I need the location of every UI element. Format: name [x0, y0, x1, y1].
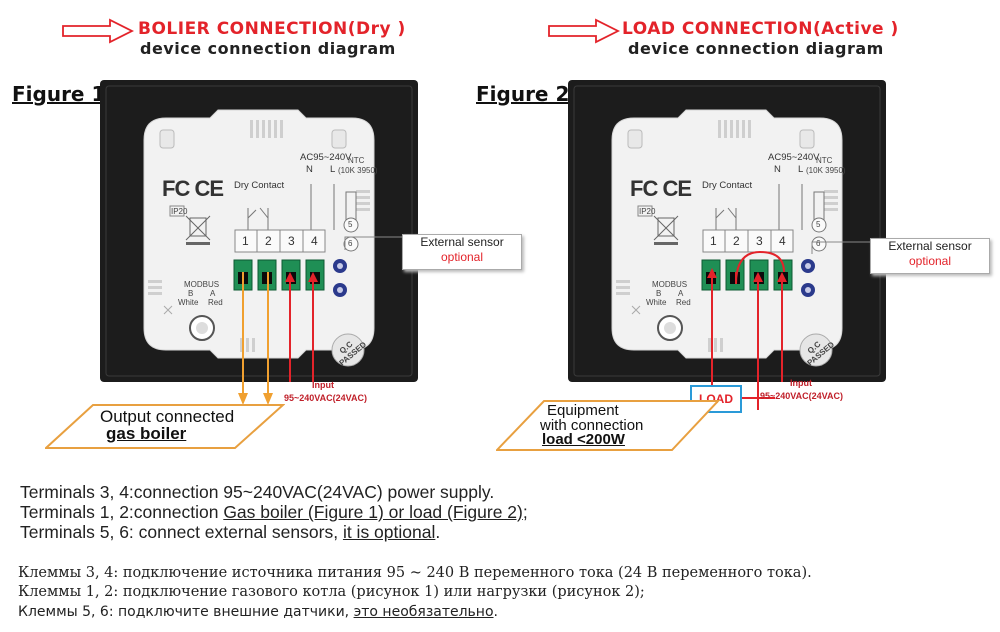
terminal-6: 6	[816, 239, 821, 248]
terminal-2: 2	[265, 234, 272, 248]
terminal-4: 4	[779, 234, 786, 248]
terminal-1: 1	[242, 234, 249, 248]
gas-boiler-text: gas boiler	[106, 424, 187, 443]
cert-marks: FC CE	[162, 176, 224, 201]
trash-bin-crossed-icon	[185, 215, 211, 245]
terminal-1: 1	[710, 234, 717, 248]
with-connection-text: with connection	[540, 417, 644, 434]
note-ru-line-3a: Клеммы 5, 6: подключите внешние датчики,	[18, 604, 354, 620]
equipment-text: Equipment	[547, 402, 619, 419]
modbus-a: A	[678, 289, 684, 298]
note-ru-line-2: Клеммы 1, 2: подключение газового котла …	[18, 584, 645, 600]
dry-contact-label: Dry Contact	[234, 180, 285, 191]
external-sensor-label: External sensor	[888, 239, 972, 253]
load-box: LOAD	[690, 385, 742, 413]
ntc-label: NTC	[348, 156, 365, 165]
ip-label: IP20	[171, 207, 188, 216]
output-connected-text: Output connected	[100, 407, 235, 426]
note-ru-line-3b: это необязательно	[353, 604, 494, 620]
dry-contact-label: Dry Contact	[702, 180, 753, 191]
note-en-line-3c: .	[435, 522, 441, 542]
modbus-red: Red	[208, 298, 223, 307]
cert-marks: FC CE	[630, 176, 692, 201]
external-sensor-optional: optional	[908, 254, 952, 268]
figure-2-title: Figure 2	[476, 82, 570, 106]
modbus-red: Red	[676, 298, 691, 307]
terminal-5: 5	[348, 220, 353, 229]
trash-bin-crossed-icon	[653, 215, 679, 245]
modbus-label: MODBUS	[652, 280, 688, 289]
left-header-subtitle: device connection diagram	[140, 39, 396, 58]
hollow-right-arrow-icon	[548, 18, 620, 44]
input-voltage-2: 95~240VAC(24VAC)	[760, 391, 843, 401]
input-label-2: Input	[790, 378, 812, 388]
hollow-right-arrow-icon	[62, 18, 134, 44]
left-header-title: BOLIER CONNECTION(Dry )	[138, 19, 406, 39]
screw-icon	[801, 259, 815, 297]
equipment-parallelogram-2	[496, 400, 720, 451]
external-sensor-box-1: External sensor optional	[402, 234, 522, 270]
load-limit-text: load <200W	[542, 431, 625, 448]
modbus-b: B	[656, 289, 662, 298]
terminal-3: 3	[756, 234, 763, 248]
thermostat-back-figure-2: FC CE Dry Contact AC95~240V N L NTC (10K…	[568, 80, 886, 382]
modbus-white: White	[646, 298, 667, 307]
input-label-1: Input	[312, 380, 334, 390]
thermostat-back-figure-1: FC CE Dry Contact AC95~240V N L NTC (10K…	[100, 80, 418, 382]
external-sensor-box-2: External sensor optional	[870, 238, 990, 274]
note-en-line-2c: ;	[522, 502, 528, 522]
terminal-5: 5	[816, 220, 821, 229]
modbus-a: A	[210, 289, 216, 298]
right-header-title: LOAD CONNECTION(Active )	[622, 19, 899, 39]
right-header-subtitle: device connection diagram	[628, 39, 884, 58]
note-en-line-3b: it is optional	[342, 522, 436, 542]
note-en-line-1: Terminals 3, 4:connection 95~240VAC(24VA…	[20, 482, 495, 502]
ntc-value: (10K 3950)	[338, 166, 378, 175]
screw-icon	[333, 259, 347, 297]
voltage-label: AC95~240V	[768, 152, 820, 163]
terminal-2: 2	[733, 234, 740, 248]
l-label: L	[798, 164, 804, 175]
modbus-white: White	[178, 298, 199, 307]
n-label: N	[306, 164, 313, 175]
note-en-line-2a: Terminals 1, 2:connection	[20, 502, 224, 522]
figure-1-title: Figure 1	[12, 82, 106, 106]
input-voltage-1: 95~240VAC(24VAC)	[284, 393, 367, 403]
ip-label: IP20	[639, 207, 656, 216]
ntc-value: (10K 3950)	[806, 166, 846, 175]
external-sensor-optional: optional	[440, 250, 484, 264]
note-en-line-3: Terminals 5, 6: connect external sensors…	[20, 522, 440, 543]
note-en-line-3a: Terminals 5, 6: connect external sensors…	[20, 522, 343, 542]
note-en-line-2: Terminals 1, 2:connection Gas boiler (Fi…	[20, 502, 528, 523]
external-sensor-label: External sensor	[420, 235, 504, 249]
ntc-label: NTC	[816, 156, 833, 165]
terminal-3: 3	[288, 234, 295, 248]
modbus-label: MODBUS	[184, 280, 220, 289]
modbus-b: B	[188, 289, 194, 298]
voltage-label: AC95~240V	[300, 152, 352, 163]
note-ru-line-3: Клеммы 5, 6: подключите внешние датчики,…	[18, 604, 498, 620]
output-parallelogram-1	[45, 404, 285, 449]
terminal-4: 4	[311, 234, 318, 248]
terminal-6: 6	[348, 239, 353, 248]
note-en-line-2b: Gas boiler (Figure 1) or load (Figure 2)	[223, 502, 523, 522]
n-label: N	[774, 164, 781, 175]
note-ru-line-3c: .	[493, 604, 498, 620]
l-label: L	[330, 164, 336, 175]
note-ru-line-1: Клеммы 3, 4: подключение источника питан…	[18, 565, 812, 581]
